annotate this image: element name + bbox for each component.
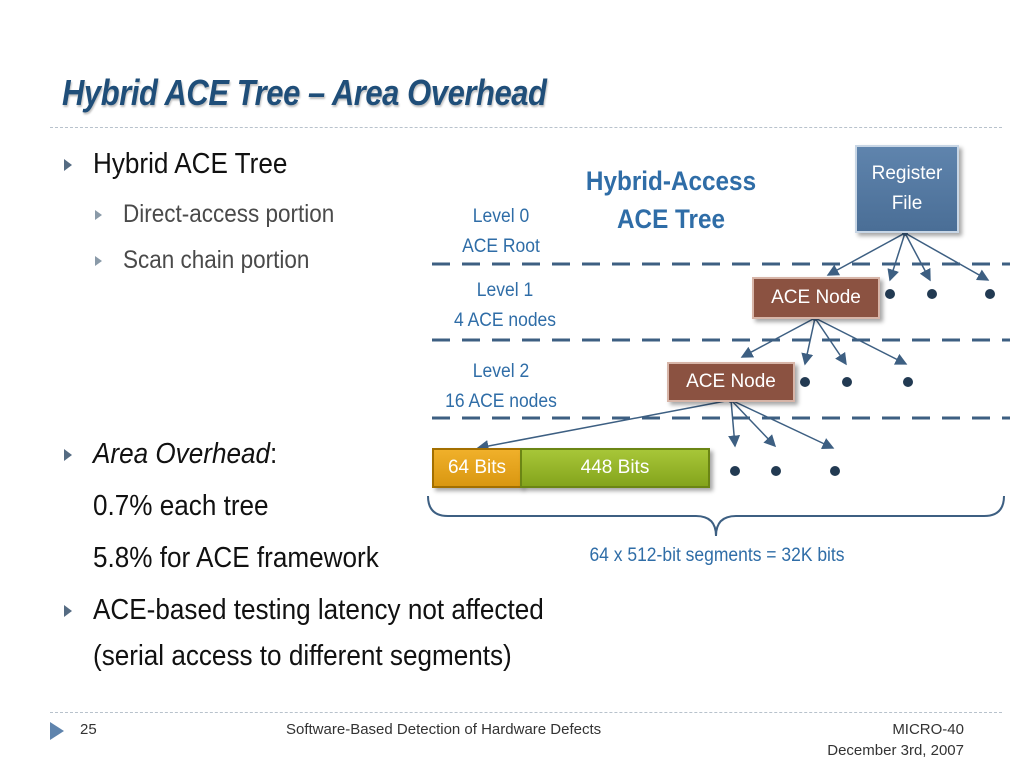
area-overhead-label: Area Overhead [93,438,271,470]
title-divider [50,127,1002,128]
segment-64-bits: 64 Bits [432,448,522,488]
level0-line1: Level 0 [472,206,530,227]
footer-center-text: Software-Based Detection of Hardware Def… [286,721,602,738]
overhead-each-tree: 0.7% each tree [93,490,269,522]
bullet-area-overhead: Area Overhead: [93,438,277,471]
register-file-line2: File [891,193,923,214]
level1-line2: 4 ACE nodes [453,310,557,331]
footer-date: December 3rd, 2007 [827,742,964,759]
bullet-latency-line2: (serial access to different segments) [93,640,512,672]
level2-line1: Level 2 [472,361,530,382]
ace-node-level1: ACE Node [752,277,880,319]
footer-conference: MICRO-40 [892,721,964,738]
bullet-arrow-icon [64,159,72,171]
overhead-framework: 5.8% for ACE framework [93,542,379,574]
register-file-line1: Register [871,163,943,184]
level1-fanout-arrows [740,317,908,366]
ace-node-level2: ACE Node [667,362,795,402]
level2-line2: 16 ACE nodes [445,391,557,412]
page-number: 25 [80,721,97,738]
bullet-arrow-icon [64,449,72,461]
diagram-title-line2: ACE Tree [616,204,726,234]
level1-line1: Level 1 [476,280,534,301]
area-overhead-colon: : [270,438,278,470]
sub-bullet-arrow-icon [95,256,102,266]
ellipsis-dots [730,289,995,476]
sub-bullet-direct-access: Direct-access portion [123,200,335,228]
register-file-box: Register File [855,145,959,233]
level2-label: Level 2 16 ACE nodes [432,357,570,417]
slide-title: Hybrid ACE Tree – Area Overhead [62,72,547,113]
level1-label: Level 1 4 ACE nodes [436,276,574,336]
brace-caption: 64 x 512-bit segments = 32K bits [589,545,845,566]
sub-bullet-scan-chain: Scan chain portion [123,246,310,274]
sub-bullet-arrow-icon [95,210,102,220]
footer-right-text: MICRO-40 December 3rd, 2007 [827,721,964,759]
level0-label: Level 0 ACE Root [441,202,561,262]
level0-line2: ACE Root [462,236,540,257]
bullet-arrow-icon [64,605,72,617]
curly-brace [427,495,1005,537]
bullet-latency-line1: ACE-based testing latency not affected [93,594,544,626]
footer-arrow-icon [50,722,64,740]
diagram-title-line1: Hybrid-Access [585,166,757,196]
level2-fanout-arrows [476,399,835,452]
footer-divider [50,712,1002,713]
diagram-title: Hybrid-Access ACE Tree [577,162,766,238]
bullet-hybrid-ace-tree: Hybrid ACE Tree [93,148,288,180]
root-fanout-arrows [826,232,990,282]
segment-448-bits: 448 Bits [520,448,710,488]
